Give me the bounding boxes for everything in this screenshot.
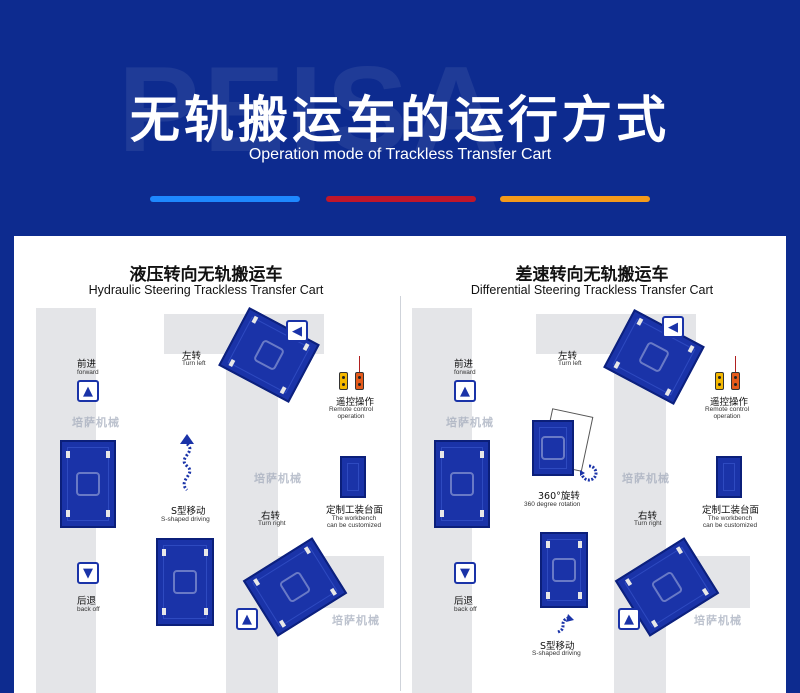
left-section-title: 液压转向无轨搬运车 <box>129 265 283 285</box>
arrow-left-icon: ◀ <box>662 316 684 338</box>
accent-bar-red <box>326 196 476 202</box>
arrow-down-icon: ▼ <box>454 562 476 584</box>
brand-watermark: 培萨机械 <box>622 472 670 485</box>
left-turn-left-label: 左转 <box>182 351 202 362</box>
left-turn-right-label: 右转 <box>261 511 281 522</box>
right-rotation-label: 360°旋转 <box>538 491 580 502</box>
right-workbench-label: 定制工装台面 <box>702 505 760 516</box>
section-divider <box>400 296 401 691</box>
right-forward-label: 前进 <box>454 359 474 370</box>
cart-rotation <box>532 420 574 476</box>
left-section-subtitle: Hydraulic Steering Trackless Transfer Ca… <box>88 283 324 297</box>
left-turn-left-sublabel: Turn left <box>182 360 206 367</box>
left-back-sublabel: back off <box>77 606 100 613</box>
arrow-down-icon: ▼ <box>77 562 99 584</box>
right-back-label: 后退 <box>454 596 474 607</box>
left-turn-right-sublabel: Turn right <box>258 520 286 527</box>
right-turn-left-label: 左转 <box>558 351 578 362</box>
right-s-shape-sublabel: S-shaped driving <box>532 650 581 657</box>
accent-bar-orange <box>500 196 650 202</box>
remote-control-icon <box>336 356 372 392</box>
left-forward-label: 前进 <box>77 359 97 370</box>
left-workbench-sublabel: The workbench can be customized <box>326 515 382 529</box>
right-remote-sublabel: Remote control operation <box>704 406 750 420</box>
left-remote-label: 遥控操作 <box>336 397 375 408</box>
workbench-cart <box>716 456 742 498</box>
right-s-shape-label: S型移动 <box>540 641 575 652</box>
left-workbench-label: 定制工装台面 <box>326 505 384 516</box>
cart-straight <box>60 440 116 528</box>
s-path-icon <box>557 614 574 634</box>
left-back-label: 后退 <box>77 596 97 607</box>
right-workbench-sublabel: The workbench can be customized <box>702 515 758 529</box>
arrow-up-icon: ▲ <box>77 380 99 402</box>
brand-watermark: 培萨机械 <box>694 614 742 627</box>
brand-watermark: 培萨机械 <box>254 472 302 485</box>
cart-s-shape <box>156 538 214 626</box>
remote-control-icon <box>712 356 748 392</box>
right-section-subtitle: Differential Steering Trackless Transfer… <box>470 283 714 297</box>
brand-watermark: 培萨机械 <box>446 416 494 429</box>
left-remote-sublabel: Remote control operation <box>328 406 374 420</box>
arrow-left-icon: ◀ <box>286 320 308 342</box>
accent-bar-blue <box>150 196 300 202</box>
cart-straight <box>434 440 490 528</box>
right-forward-sublabel: forward <box>454 369 476 376</box>
left-forward-sublabel: forward <box>77 369 99 376</box>
left-s-shape-label: S型移动 <box>171 506 206 517</box>
content-panel: 液压转向无轨搬运车 Hydraulic Steering Trackless T… <box>14 236 786 693</box>
right-rotation-sublabel: 360 degree rotation <box>524 501 581 508</box>
left-s-shape-sublabel: S-shaped driving <box>161 516 210 523</box>
right-remote-label: 遥控操作 <box>710 397 749 408</box>
workbench-cart <box>340 456 366 498</box>
brand-watermark: 培萨机械 <box>332 614 380 627</box>
cart-s-shape <box>540 532 588 608</box>
brand-watermark: 培萨机械 <box>72 416 120 429</box>
page-subtitle: Operation mode of Trackless Transfer Car… <box>248 146 552 163</box>
arrow-up-icon: ▲ <box>618 608 640 630</box>
s-path-icon <box>180 434 194 492</box>
right-section-title: 差速转向无轨搬运车 <box>515 265 669 285</box>
arrow-up-icon: ▲ <box>236 608 258 630</box>
rotation-icon <box>580 464 598 482</box>
right-turn-right-label: 右转 <box>638 511 658 522</box>
page-title: 无轨搬运车的运行方式 <box>130 91 670 149</box>
right-back-sublabel: back off <box>454 606 477 613</box>
right-turn-left-sublabel: Turn left <box>558 360 582 367</box>
header-watermark: PEISA <box>118 41 505 177</box>
right-turn-right-sublabel: Turn right <box>634 520 662 527</box>
header-banner: PEISA 无轨搬运车的运行方式 Operation mode of Track… <box>0 0 800 235</box>
arrow-up-icon: ▲ <box>454 380 476 402</box>
